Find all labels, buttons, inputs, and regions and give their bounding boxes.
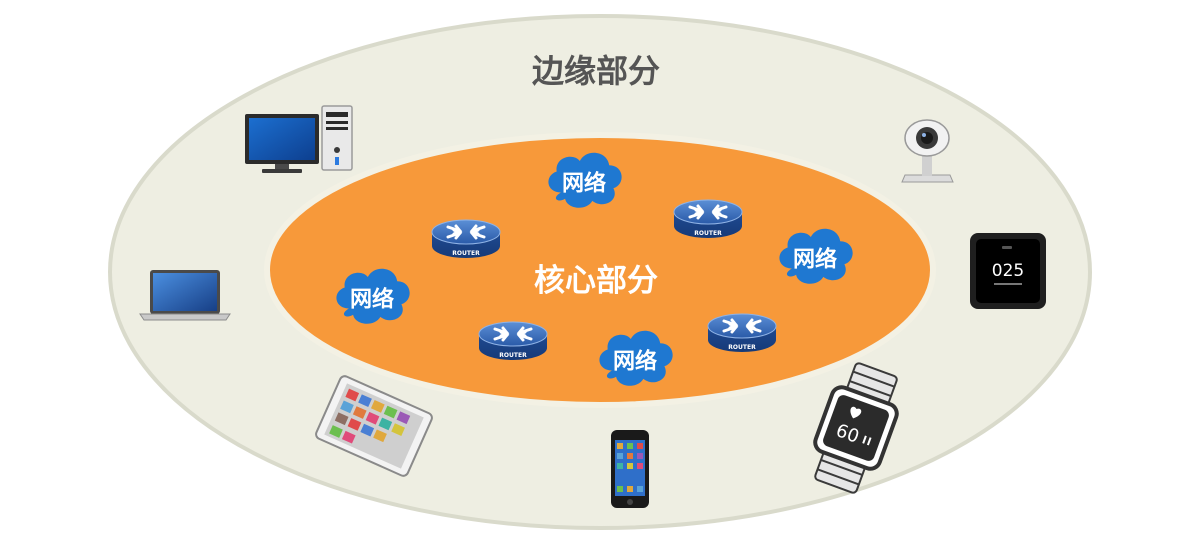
tablet-icon xyxy=(315,375,433,477)
smartwatch-icon: 60 xyxy=(813,362,899,494)
cloud-label: 网络 xyxy=(350,286,394,312)
router-label: ROUTER xyxy=(694,230,722,237)
router-icon: ROUTER xyxy=(707,313,777,352)
laptop-icon xyxy=(139,270,231,321)
router-label: ROUTER xyxy=(499,352,527,359)
cloud-label: 网络 xyxy=(613,348,657,374)
cloud-label: 网络 xyxy=(562,170,606,196)
network-cloud-icon: 网络 xyxy=(548,152,622,208)
webcam-icon xyxy=(901,119,954,183)
smart-display-icon: 025 xyxy=(970,233,1046,309)
edge-title: 边缘部分 xyxy=(532,52,660,90)
network-cloud-icon: 网络 xyxy=(336,268,410,324)
router-label: ROUTER xyxy=(728,344,756,351)
core-title: 核心部分 xyxy=(534,263,658,299)
router-icon: ROUTER xyxy=(478,321,548,360)
router-icon: ROUTER xyxy=(431,219,501,258)
network-cloud-icon: 网络 xyxy=(599,330,673,386)
cloud-label: 网络 xyxy=(793,246,837,272)
smartphone-icon xyxy=(611,430,649,508)
desktop-computer-icon xyxy=(245,105,353,173)
network-cloud-icon: 网络 xyxy=(779,228,853,284)
router-icon: ROUTER xyxy=(673,199,743,238)
display-time: 025 xyxy=(992,261,1024,281)
router-label: ROUTER xyxy=(452,250,480,257)
